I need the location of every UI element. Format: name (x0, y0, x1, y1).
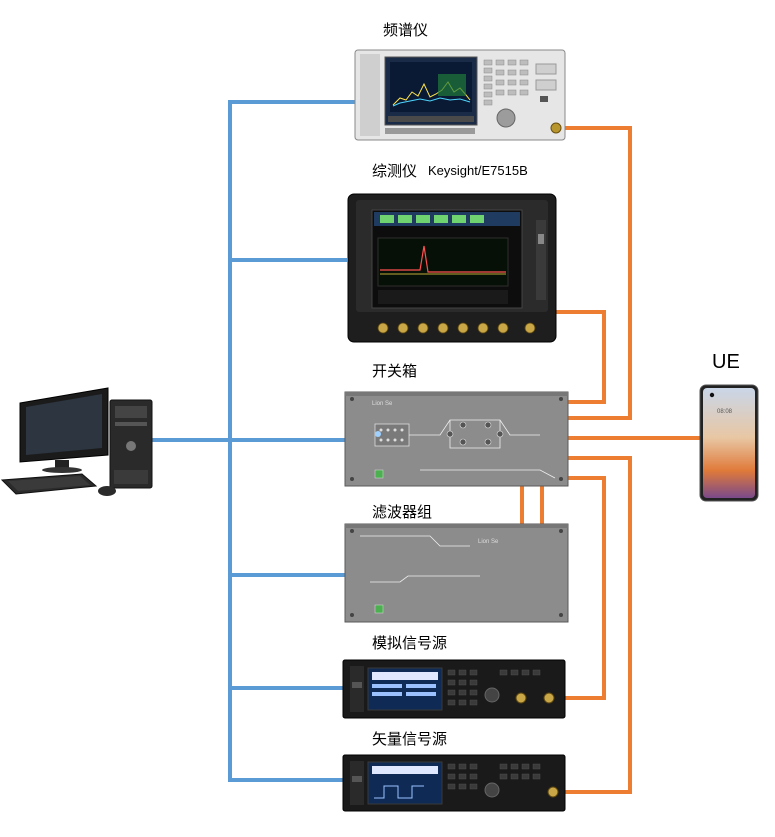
switch-box-brand: Lion Se (372, 401, 393, 407)
phone-icon: 08:08 (699, 384, 759, 502)
rf-cables (520, 126, 700, 794)
switch-box-label: 开关箱 (372, 362, 417, 380)
control-bus (148, 100, 357, 782)
vector-signal-source-label: 矢量信号源 (372, 730, 447, 748)
rf-cable-tester (556, 310, 606, 404)
signal-generator-icon (342, 754, 566, 812)
rf-cable-analog (556, 476, 606, 700)
tester-label: 综测仪 (372, 162, 417, 180)
phone-clock: 08:08 (717, 409, 733, 415)
rf-cable-vector (560, 456, 632, 794)
spectrum-analyzer-label: 频谱仪 (383, 21, 428, 39)
analog-signal-source-label: 模拟信号源 (372, 634, 447, 652)
filter-bank-brand: Lion Se (478, 539, 499, 545)
signal-generator-icon (342, 659, 566, 719)
spectrum-analyzer-icon (354, 49, 566, 141)
tester-model-label: Keysight/E7515B (428, 163, 528, 178)
ue-label: UE (712, 351, 740, 373)
switch-box-icon: Lion Se (344, 391, 569, 487)
rf-cable-spectrum (562, 126, 632, 420)
filter-bank-icon: Lion Se (344, 523, 569, 623)
tester-icon (347, 193, 557, 343)
filter-bank-label: 滤波器组 (372, 503, 432, 521)
computer-icon (0, 387, 153, 496)
